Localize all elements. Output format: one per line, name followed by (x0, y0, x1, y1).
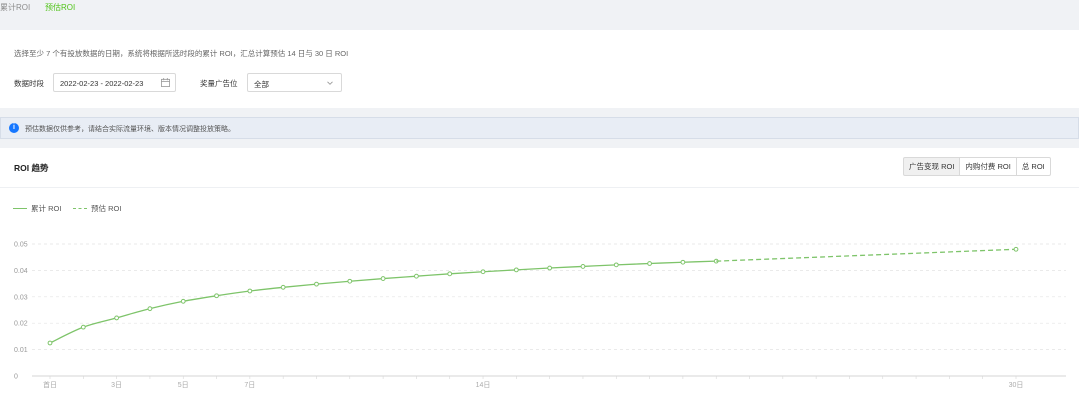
data-point-cumulative (580, 264, 586, 269)
series-line-cumulative (49, 260, 717, 344)
roi-tab-bar: 累计ROI 预估ROI (0, 0, 1079, 30)
legend-label-estimated: 预估 ROI (91, 204, 122, 213)
data-point-cumulative (513, 267, 519, 273)
x-tick-label: 3日 (111, 381, 122, 389)
y-tick-label: 0.03 (14, 294, 28, 301)
data-point-estimated (1013, 246, 1019, 252)
calendar-icon (161, 78, 170, 87)
x-tick-label: 7日 (244, 381, 255, 389)
data-point-cumulative (247, 288, 253, 294)
legend-solid-swatch (13, 208, 27, 209)
ad-slot-value: 全部 (254, 80, 269, 89)
ad-slot-select[interactable]: 全部 (247, 73, 342, 92)
info-message: 预估数据仅供参考，请结合实际流量环境、版本情况调整投放策略。 (25, 126, 235, 133)
data-point-cumulative (180, 298, 186, 304)
info-notice: i 预估数据仅供参考，请结合实际流量环境、版本情况调整投放策略。 (0, 117, 1079, 139)
segment-total-roi[interactable]: 总 ROI (1015, 157, 1051, 176)
roi-type-segmented: 广告变现 ROI 内购付费 ROI 总 ROI (903, 157, 1051, 176)
x-tick-label: 30日 (1009, 381, 1024, 389)
chevron-down-icon (327, 81, 333, 85)
data-point-cumulative (214, 293, 219, 299)
date-range-label: 数据时段 (14, 79, 44, 88)
y-tick-label: 0 (14, 374, 18, 381)
tab-estimated-roi[interactable]: 预估ROI (45, 3, 76, 12)
legend-estimated-roi[interactable]: 预估 ROI (73, 203, 121, 214)
data-point-cumulative (314, 281, 319, 287)
info-icon: i (9, 123, 19, 133)
data-point-cumulative (80, 324, 86, 330)
data-point-cumulative (147, 306, 153, 312)
filter-hint: 选择至少 7 个有投放数据的日期，系统将根据所选时段的累计 ROI，汇总计算预估… (14, 49, 349, 58)
data-point-cumulative (647, 261, 652, 266)
x-tick-label: 首日 (43, 380, 57, 389)
data-point-cumulative (680, 259, 686, 265)
data-point-cumulative (480, 269, 486, 275)
data-point-cumulative (280, 284, 286, 290)
data-point-cumulative (47, 340, 53, 346)
tab-cumulative-roi[interactable]: 累计ROI (0, 3, 31, 12)
y-tick-label: 0.04 (14, 268, 28, 275)
legend-cumulative-roi[interactable]: 累计 ROI (13, 203, 61, 214)
data-point-cumulative (447, 271, 453, 277)
header-divider (0, 187, 1079, 188)
data-point-cumulative (114, 315, 120, 321)
legend-dashed-swatch (73, 208, 87, 209)
series-line-estimated (716, 248, 1017, 262)
data-point-cumulative (380, 276, 386, 281)
x-tick-label: 14日 (476, 381, 491, 389)
data-point-cumulative (613, 262, 619, 268)
y-tick-label: 0.02 (14, 321, 28, 328)
ad-slot-label: 奖量广告位 (200, 79, 238, 88)
legend-label-cumulative: 累计 ROI (31, 204, 62, 213)
y-tick-label: 0.01 (14, 347, 28, 354)
data-point-cumulative (547, 265, 553, 271)
roi-trend-card: ROI 趋势 广告变现 ROI 内购付费 ROI 总 ROI 累计 ROI 预估… (0, 148, 1079, 420)
filter-card: 选择至少 7 个有投放数据的日期，系统将根据所选时段的累计 ROI，汇总计算预估… (0, 30, 1079, 108)
date-range-value: 2022-02-23 - 2022-02-23 (60, 79, 144, 88)
roi-line-chart: 0 0.01 0.02 0.03 0.04 0.05 首日 3日 5日 7日 14日 30日 (14, 242, 1066, 389)
data-point-cumulative (414, 273, 419, 279)
x-tick-label: 5日 (178, 381, 189, 389)
y-tick-label: 0.05 (14, 242, 28, 249)
data-point-cumulative (347, 278, 353, 284)
date-range-picker[interactable]: 2022-02-23 - 2022-02-23 (53, 73, 176, 92)
chart-title: ROI 趋势 (14, 163, 49, 173)
